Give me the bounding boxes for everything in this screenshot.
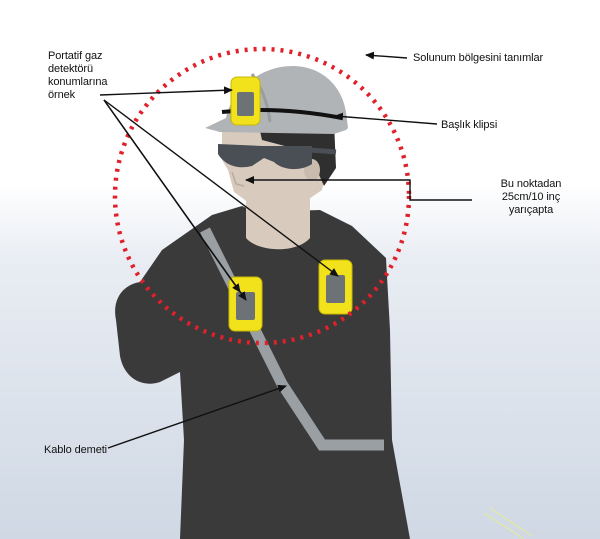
label-helmet-clip: Başlık klipsi	[441, 119, 498, 131]
arrow-helmet-detector	[99, 86, 233, 96]
hair	[258, 122, 336, 186]
label-cable-harness: Kablo demeti	[44, 444, 108, 456]
goggles	[218, 144, 312, 170]
leader-lines	[99, 51, 472, 449]
label-breathing-zone: Solunum bölgesini tanımlar	[413, 52, 544, 64]
goggles-strap	[309, 147, 337, 155]
arrow-breathing-zone	[365, 51, 408, 60]
hard-hat	[205, 66, 348, 134]
arrow-left-detector-b	[103, 99, 247, 301]
breathing-zone-circle	[112, 46, 412, 346]
arrow-radius	[245, 176, 472, 201]
jacket	[115, 206, 410, 539]
arrow-right-detector	[103, 99, 339, 277]
arrow-helmet-clip	[334, 112, 438, 125]
arrow-cable-harness	[107, 384, 287, 449]
label-portable-detector-locations: Portatif gaz detektörü konumlarına örnek	[48, 50, 108, 101]
decorative-streaks	[483, 507, 533, 539]
detector-right-shoulder	[318, 259, 353, 315]
label-radius: Bu noktadan 25cm/10 inç yarıçapta	[500, 178, 562, 216]
detector-left-shoulder	[228, 276, 263, 332]
detector-helmet	[230, 76, 261, 126]
nose	[231, 171, 245, 187]
